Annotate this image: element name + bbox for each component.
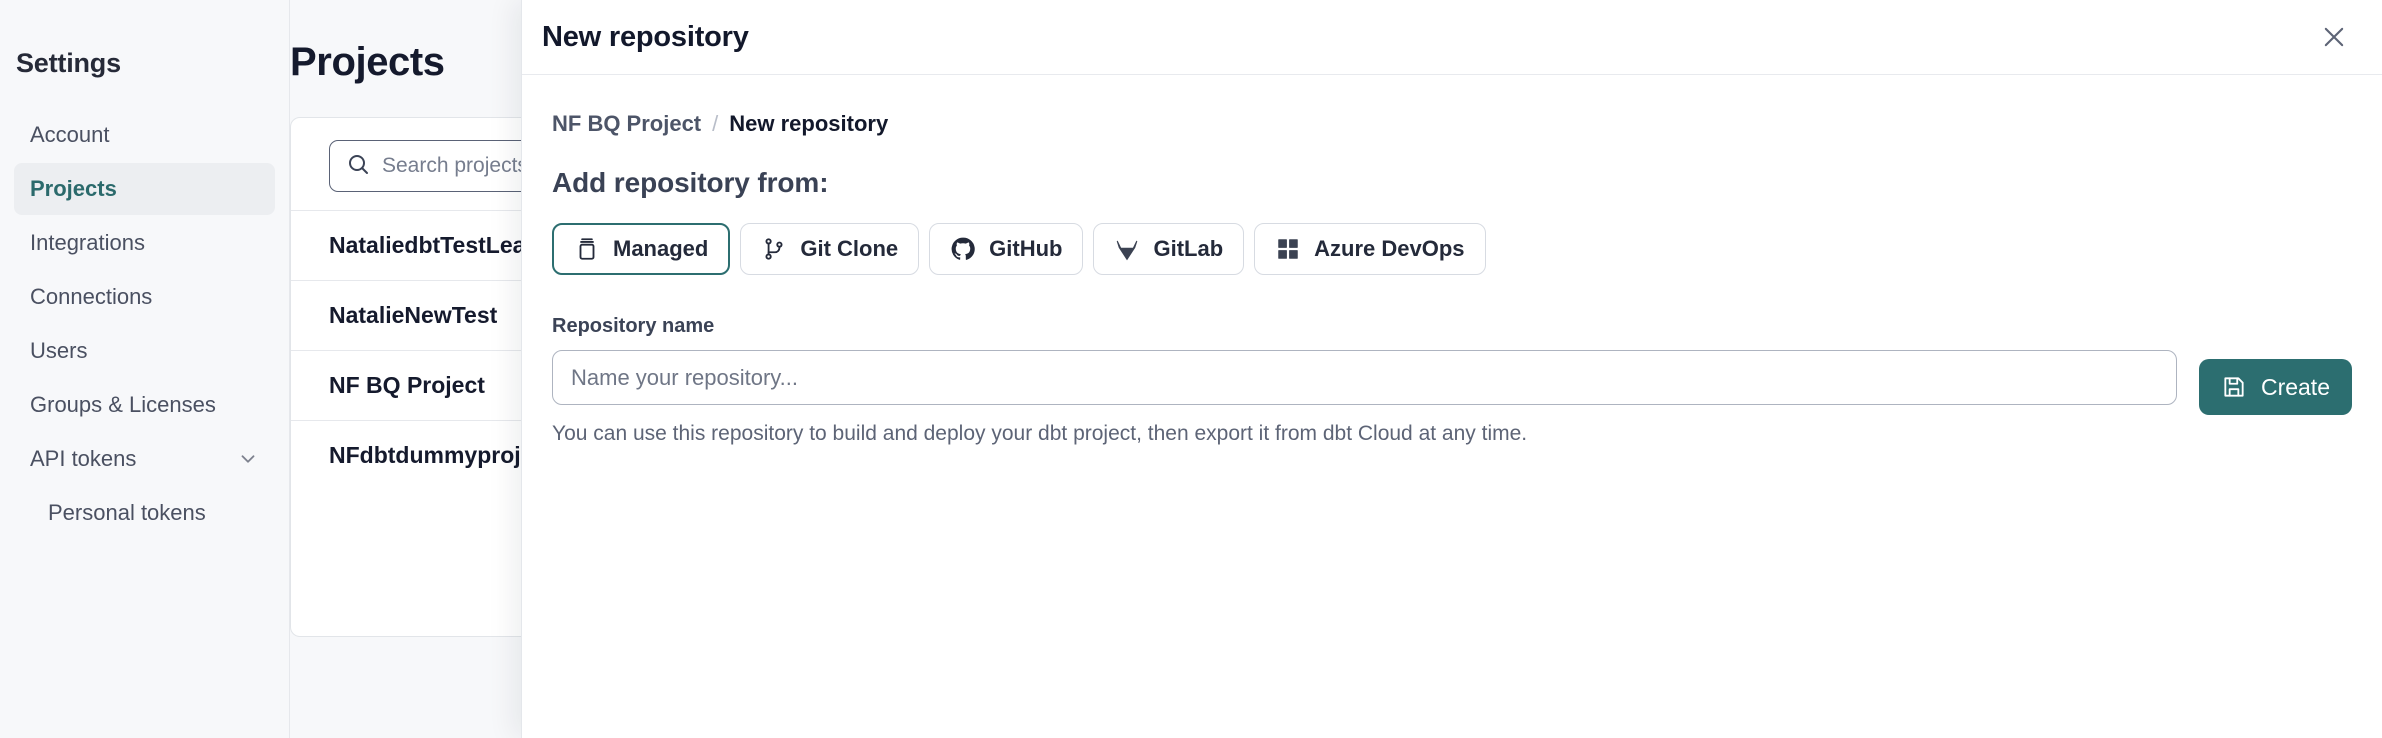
sidebar-item-personal-tokens[interactable]: Personal tokens [14,487,275,539]
save-icon [2221,374,2247,400]
modal-header: New repository [522,0,2382,75]
tab-git-clone[interactable]: Git Clone [740,223,920,275]
sidebar-item-integrations[interactable]: Integrations [14,217,275,269]
sidebar-item-label: Integrations [30,230,145,255]
sidebar-item-api-tokens[interactable]: API tokens [14,433,275,485]
create-button-label: Create [2260,373,2330,400]
new-repository-modal: New repository NF BQ Project / New repos… [521,0,2382,738]
git-branch-icon [761,236,787,262]
tab-label: Git Clone [800,236,899,261]
tab-gitlab[interactable]: GitLab [1093,223,1245,275]
github-icon [950,236,976,262]
gitlab-icon [1114,236,1140,262]
section-heading: Add repository from: [552,167,829,198]
tab-label: GitLab [1153,236,1224,261]
modal-title: New repository [542,20,749,53]
breadcrumb-separator: / [712,111,719,136]
create-button[interactable]: Create [2198,359,2352,415]
sidebar-item-label: Connections [30,284,153,309]
sidebar-item-account[interactable]: Account [14,109,275,161]
tab-azure-devops[interactable]: Azure DevOps [1254,223,1486,275]
sidebar-item-connections[interactable]: Connections [14,271,275,323]
sidebar-item-label: API tokens [30,446,137,471]
breadcrumb: NF BQ Project / New repository [552,111,2352,137]
sidebar-item-label: Users [30,338,88,363]
tab-label: GitHub [989,236,1063,261]
azure-devops-icon [1275,236,1301,262]
sidebar-item-projects[interactable]: Projects [14,163,275,215]
search-icon [346,152,370,181]
tab-managed[interactable]: Managed [552,223,731,275]
breadcrumb-current: New repository [729,111,889,136]
sidebar-item-label: Account [30,122,110,147]
modal-body: NF BQ Project / New repository Add repos… [522,75,2382,738]
repository-name-label: Repository name [552,315,715,337]
repository-source-tabs: Managed Git Clone [552,223,2352,275]
database-icon [574,236,600,262]
sidebar-title: Settings [16,48,121,78]
sidebar-item-groups-licenses[interactable]: Groups & Licenses [14,379,275,431]
tab-label: Managed [613,236,709,261]
sidebar-item-label: Personal tokens [48,500,206,525]
repository-name-input[interactable] [552,350,2177,405]
page-title: Projects [290,40,445,84]
tab-github[interactable]: GitHub [929,223,1084,275]
breadcrumb-parent[interactable]: NF BQ Project [552,111,702,136]
chevron-down-icon [237,448,259,470]
sidebar-item-label: Groups & Licenses [30,392,216,417]
close-icon[interactable] [2314,17,2354,57]
repository-helper-text: You can use this repository to build and… [552,422,1528,445]
settings-sidebar: Settings Account Projects Integrations C… [0,0,290,738]
repository-name-field-group: Repository name You can use this reposit… [552,315,2177,446]
sidebar-item-label: Projects [30,176,117,201]
tab-label: Azure DevOps [1314,236,1465,261]
sidebar-item-users[interactable]: Users [14,325,275,377]
repository-name-form: Repository name You can use this reposit… [552,315,2352,446]
